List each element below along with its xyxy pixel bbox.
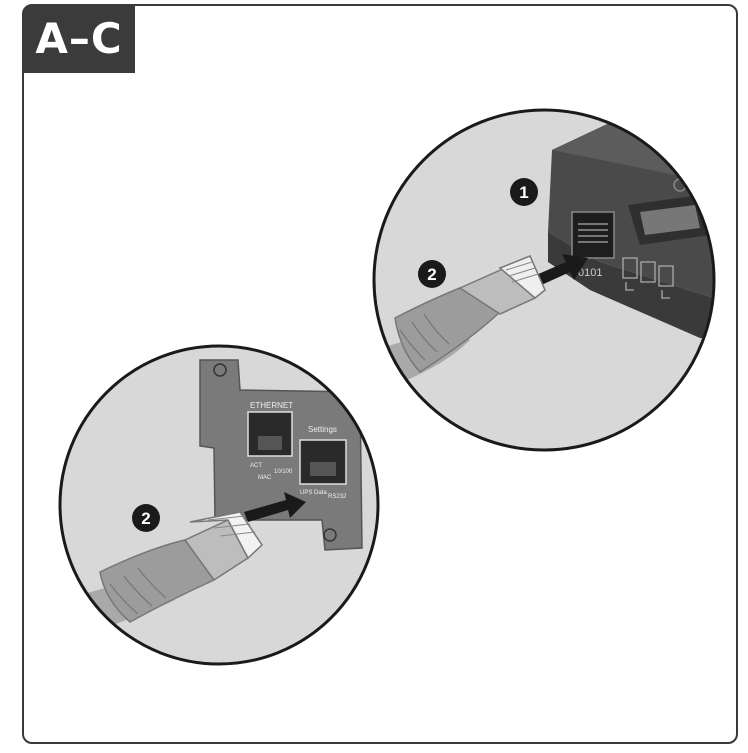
ups-port-detail: 0101 <box>372 108 716 452</box>
ups-data-label: UPS Data <box>300 490 327 496</box>
ethernet-label: ETHERNET <box>250 401 293 410</box>
serial-port-icon <box>571 211 615 259</box>
rj45-plug-bottom-icon <box>189 511 263 560</box>
svg-text:1: 1 <box>519 183 528 202</box>
network-card-detail: ETHERNET Settings ACT 10/100 MAC UPS Dat… <box>58 344 380 666</box>
act-label: ACT <box>250 463 262 469</box>
rj45-plug-icon <box>498 255 546 299</box>
settings-label: Settings <box>308 425 337 434</box>
speed-label: 10/100 <box>274 469 293 475</box>
callout-2-top: 2 <box>418 260 446 288</box>
callout-2-bottom: 2 <box>132 504 160 532</box>
rs232-label: RS232 <box>328 494 347 500</box>
cable-boot-bottom <box>99 539 216 623</box>
mac-label: MAC <box>258 475 272 481</box>
detail-circle-border <box>372 108 716 452</box>
detail-circle-border-bottom <box>58 344 380 666</box>
step-tag: A–C <box>23 5 135 73</box>
port-label: 0101 <box>578 267 602 279</box>
callout-1: 1 <box>510 178 538 206</box>
cable-boot <box>394 287 502 373</box>
insert-arrow-bottom-icon <box>244 492 306 522</box>
svg-text:2: 2 <box>141 509 150 528</box>
svg-text:2: 2 <box>427 265 436 284</box>
